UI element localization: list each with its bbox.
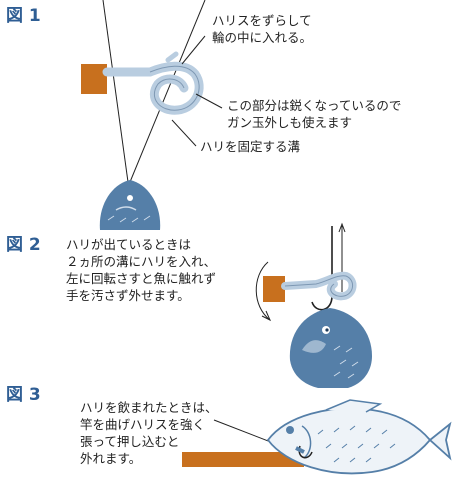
fish-gill (115, 206, 137, 211)
fish-dorsal-fin (325, 399, 383, 413)
fish-eye (286, 426, 294, 434)
figure2-note: ハリが出ているときは ２ヵ所の溝にハリを入れ、 左に回転さすと魚に触れず 手を汚… (66, 236, 216, 304)
figure2-illustration (255, 222, 372, 388)
figure2-label: 図 2 (6, 235, 41, 255)
note-line: 輪の中に入れる。 (212, 30, 313, 45)
leader-line (195, 93, 223, 109)
tool-handle (263, 276, 285, 302)
hook (311, 226, 333, 311)
tool-tip (295, 446, 305, 454)
leader-line (181, 35, 206, 65)
note-line: ２ヵ所の溝にハリを入れ、 (66, 254, 217, 269)
note-line: 左に回転さすと魚に触れず (66, 271, 217, 286)
fish-scales (333, 345, 359, 379)
note-line: ガン玉外しも使えます (227, 115, 353, 130)
note-line: 張って押し込むと (80, 434, 180, 449)
figure1-note-groove: ハリを固定する溝 (200, 138, 300, 155)
note-line: ハリが出ているときは (66, 237, 192, 252)
fishing-line (102, 0, 129, 183)
fish-scales (317, 425, 396, 463)
fish-tail (428, 421, 452, 461)
figure1-note-sharp-part: この部分は鋭くなっているので ガン玉外しも使えます (227, 97, 401, 131)
fishing-line (129, 0, 206, 183)
note-line: 外れます。 (80, 451, 142, 466)
note-line: 手を汚さず外せます。 (66, 288, 190, 303)
tool-loop-outline (149, 65, 200, 111)
leader-line (171, 119, 197, 147)
figure1-label: 図 1 (6, 6, 41, 26)
tool-loop-outline (284, 275, 353, 297)
note-line: この部分は鋭くなっているので (227, 98, 402, 113)
fish-pupil (325, 328, 329, 332)
up-arrow-icon (338, 222, 346, 233)
fish-eye (127, 195, 133, 201)
tool-handle (182, 452, 304, 467)
note-line: ハリスをずらして (212, 13, 312, 28)
tool-sharp-tip (165, 51, 179, 63)
note-line: ハリを固定する溝 (200, 139, 301, 154)
figure1-note-shift-line: ハリスをずらして 輪の中に入れる。 (212, 12, 312, 46)
note-line: 竿を曲げハリスを強く (80, 417, 206, 432)
fish-scales (107, 215, 151, 223)
figure1-illustration (81, 0, 223, 230)
fish-head (99, 180, 161, 230)
figure3-note: ハリを飲まれたときは、 竿を曲げハリスを強く 張って押し込むと 外れます。 (80, 399, 218, 467)
fish-body (289, 308, 372, 388)
fish-gill (301, 425, 312, 459)
fish-fin (302, 340, 326, 353)
figure3-label: 図 3 (6, 385, 41, 405)
rotate-arrow-icon (261, 310, 272, 322)
note-line: ハリを飲まれたときは、 (80, 400, 218, 415)
rotation-arc (255, 261, 271, 321)
tool-handle (81, 64, 107, 94)
figure3-illustration (182, 399, 452, 475)
